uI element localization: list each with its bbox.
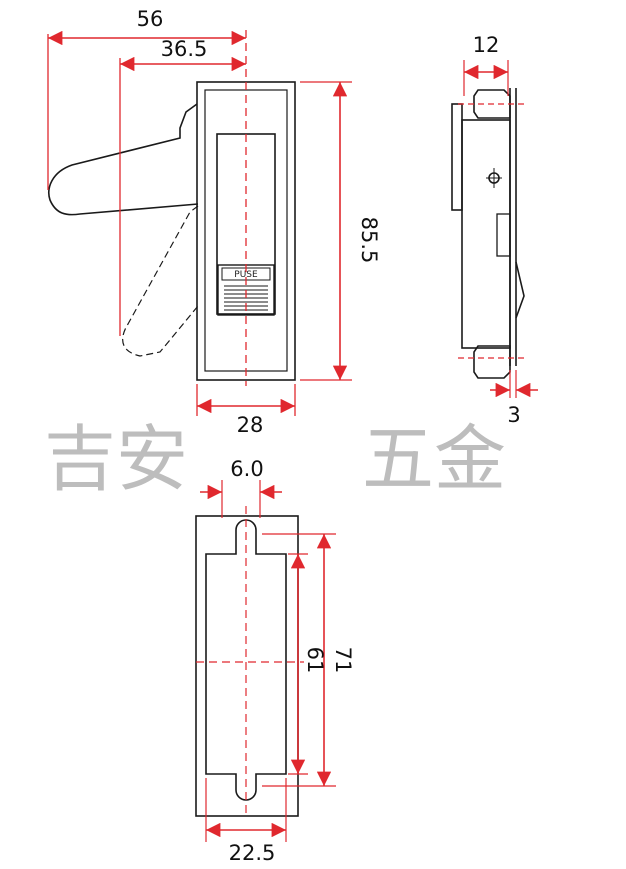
dim-label-85-5: 85.5 xyxy=(357,217,381,264)
watermark-right: 五金 xyxy=(362,417,506,501)
side-body xyxy=(461,119,511,349)
cutout-view xyxy=(195,515,299,817)
dim-label-12: 12 xyxy=(473,33,500,57)
dim-label-22-5: 22.5 xyxy=(229,841,276,865)
handle-swing-dashed xyxy=(122,205,199,357)
dim-label-6-0: 6.0 xyxy=(230,457,263,481)
dim-label-71: 71 xyxy=(331,647,355,674)
push-button-label: PUSE xyxy=(234,270,258,280)
front-view xyxy=(48,81,296,381)
dim-label-28: 28 xyxy=(237,413,264,437)
handle-outline xyxy=(48,103,199,216)
side-view xyxy=(451,88,525,379)
dim-label-3: 3 xyxy=(507,403,520,427)
cutout-panel xyxy=(195,515,299,817)
dim-label-56: 56 xyxy=(137,7,164,31)
dim-label-36-5: 36.5 xyxy=(161,37,208,61)
side-latch xyxy=(515,261,525,319)
dim-label-61: 61 xyxy=(303,647,327,674)
side-plate xyxy=(451,103,463,211)
cutout-opening xyxy=(205,519,287,801)
side-top-cap xyxy=(473,89,511,119)
side-bottom-cap xyxy=(473,345,511,379)
front-centerline xyxy=(47,30,352,416)
watermark-left: 吉安 xyxy=(44,417,188,501)
